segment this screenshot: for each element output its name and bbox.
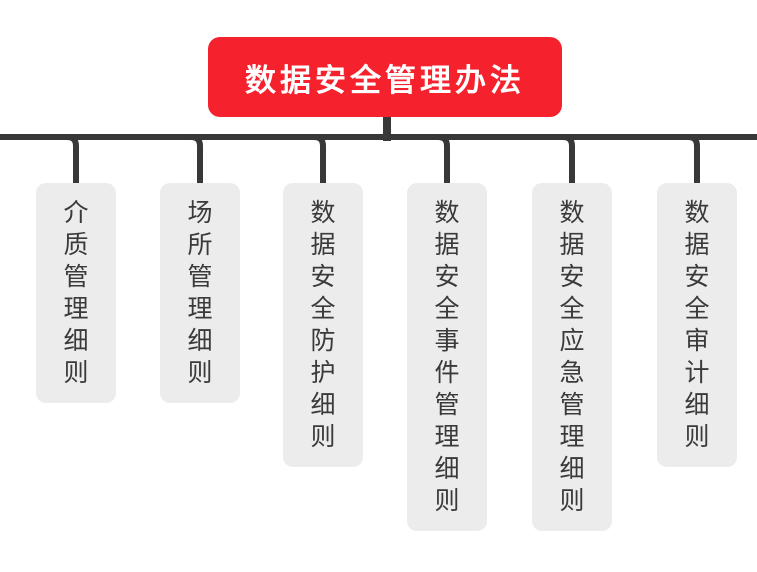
connector-branch — [169, 134, 203, 189]
connector-branch — [541, 134, 575, 189]
branch-node[interactable]: 数 据 安 全 审 计 细 则 — [657, 183, 737, 467]
branch-node[interactable]: 数 据 安 全 防 护 细 则 — [283, 183, 363, 467]
connector-branch — [416, 134, 450, 189]
connector-branch — [666, 134, 700, 189]
branch-node[interactable]: 数 据 安 全 事 件 管 理 细 则 — [407, 183, 487, 531]
connector-branch — [292, 134, 326, 189]
branch-node[interactable]: 介 质 管 理 细 则 — [36, 183, 116, 403]
connector-branch — [45, 134, 79, 189]
branch-node[interactable]: 数 据 安 全 应 急 管 理 细 则 — [532, 183, 612, 531]
branch-node[interactable]: 场 所 管 理 细 则 — [160, 183, 240, 403]
root-node[interactable]: 数据安全管理办法 — [208, 37, 562, 117]
